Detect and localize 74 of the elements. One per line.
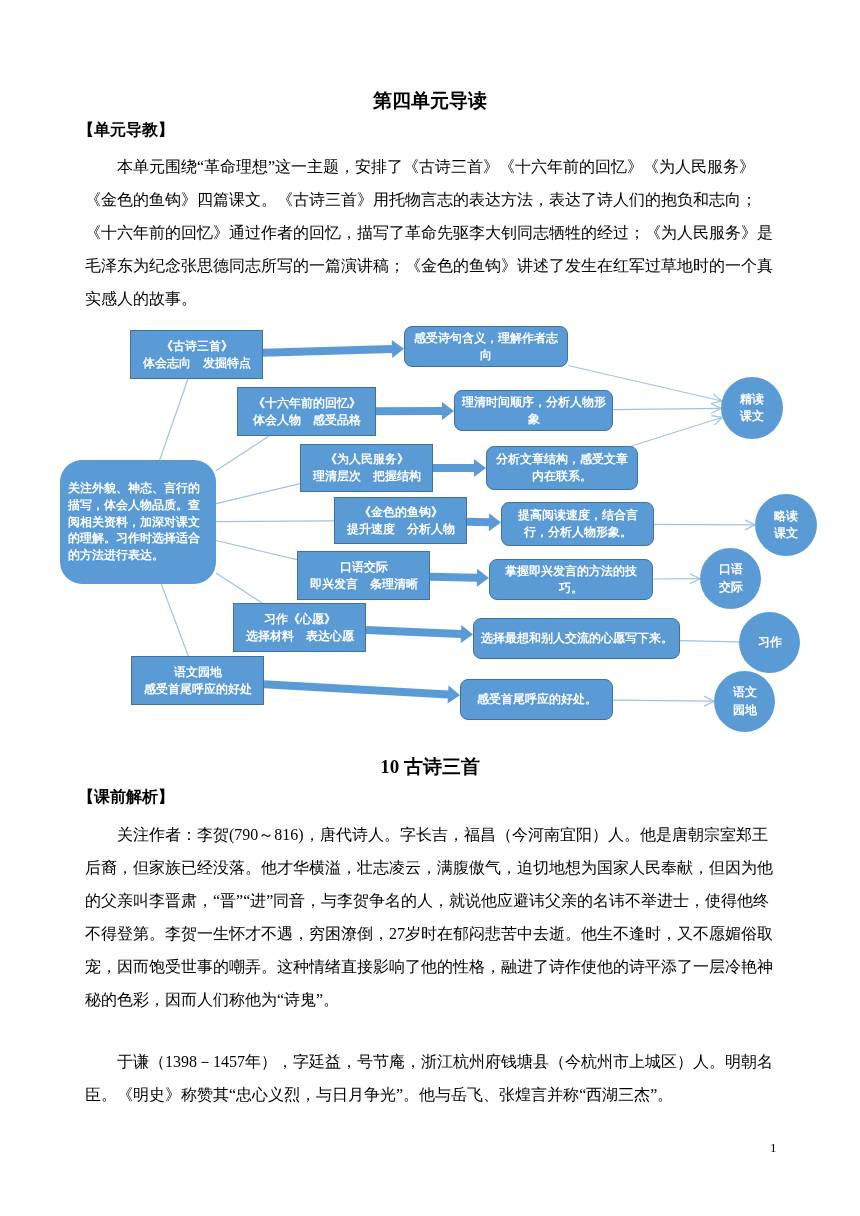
section-heading: 【单元导教】 — [78, 120, 174, 140]
block-arrow — [262, 340, 404, 359]
rounded-box — [404, 326, 568, 367]
paragraph: 关注作者：李贺(790～816)，唐代诗人。字长吉，福昌（今河南宜阳）人。他是唐朝宗室郑王后裔，但家族已经没落。他才华横溢，壮志凌云，满腹傲气，迫切地想为国家人民奉献，但因为他的父亲叫李晋肃，“晋”“进”同音，与李贺争名的人，就说他应避讳父亲的名讳不举进士，使得他终不得登第。李贺一生怀才不遇，穷困潦倒，27岁时在郁闷悲苦中去逝。他生不逢时，又不愿媚俗取宠，因而饱受世事的嘲弄。这种情绪直接影响了他的性格，融进了诗作使他的诗平添了一层冷艳神秘的色彩，因而人们称他为“诗鬼”。 — [85, 825, 774, 1010]
rounded-box — [473, 618, 680, 659]
box-heading: 《为人民服务》 — [324, 452, 409, 468]
circle-node — [714, 671, 775, 732]
arrow — [567, 364, 723, 405]
arrow — [631, 414, 723, 447]
process-box — [131, 656, 264, 705]
box-text: 分析文章结构，感受文章内在联系。 — [495, 451, 629, 484]
rounded-box — [60, 460, 216, 584]
box-text: 理清层次 把握结构 — [312, 469, 421, 484]
box-text: 提升速度 分析人物 — [346, 521, 455, 537]
box-heading: 语文园地 — [173, 664, 222, 680]
process-box — [237, 387, 376, 436]
connector-line — [159, 378, 189, 461]
block-arrow — [429, 568, 489, 587]
section-heading: 【课前解析】 — [78, 787, 174, 807]
box-text: 即兴发言 条理清晰 — [309, 576, 418, 592]
box-text: 口语交际 — [717, 561, 744, 596]
rounded-box — [501, 502, 654, 546]
arrow — [612, 695, 715, 707]
process-box — [300, 444, 433, 492]
box-text: 关注外貌、神态、言行的描写，体会人物品质。查阅相关资料，加深对课文的理解。习作时选择适合的方法进行表达。 — [68, 480, 201, 563]
rounded-box — [489, 559, 653, 600]
box-text: 选择材料 表达心愿 — [245, 628, 354, 644]
page-number: 1 — [770, 1140, 777, 1156]
lesson-title: 10 古诗三首 — [379, 755, 481, 779]
box-text: 语文园地 — [731, 684, 758, 719]
page-title: 第四单元导读 — [372, 89, 488, 113]
process-box — [233, 603, 366, 652]
arrow — [652, 573, 701, 585]
connector-line — [215, 539, 298, 561]
box-text: 选择最想和别人交流的心愿写下来。 — [480, 630, 673, 647]
paragraph: 本单元围绕“革命理想”这一主题，安排了《古诗三首》《十六年前的回忆》《为人民服务》《金色的鱼钩》四篇课文。《古诗三首》用托物言志的表达方法，表达了诗人们的抱负和志向；《十六年前的回忆》通过作者的回忆，描写了革命先驱李大钊同志牺牲的经过；《为人民服务》是毛泽东为纪念张思德同志所写的一篇演讲稿；《金色的鱼钩》讲述了发生在红军过草地时的一个真实感人的故事。 — [85, 157, 774, 309]
box-heading: 习作《心愿》 — [263, 611, 336, 627]
process-box — [297, 551, 430, 600]
connector-line — [160, 583, 189, 657]
arrow — [653, 519, 756, 531]
circle-node — [700, 548, 761, 609]
connector-line — [215, 435, 270, 472]
box-text: 感受首尾呼应的好处 — [143, 681, 252, 697]
block-arrow — [376, 401, 454, 420]
block-arrow — [466, 513, 501, 532]
circle-node — [739, 612, 800, 673]
block-arrow — [263, 680, 460, 704]
connector-line — [215, 483, 301, 505]
rounded-box — [460, 679, 613, 720]
box-heading: 口语交际 — [339, 559, 388, 575]
box-text: 理清时间顺序，分析人物形象 — [461, 394, 606, 427]
box-text: 感受首尾呼应的好处。 — [476, 691, 597, 708]
process-box — [130, 330, 263, 379]
box-text: 体会人物 感受品格 — [252, 412, 361, 428]
connector-line — [215, 520, 335, 523]
box-heading: 《十六年前的回忆》 — [252, 395, 361, 411]
block-arrow — [365, 624, 473, 643]
box-text: 感受诗句含义，理解作者志向 — [413, 330, 559, 363]
rounded-box — [454, 390, 613, 431]
box-text: 掌握即兴发言的方法的技巧。 — [504, 563, 638, 596]
box-text: 体会志向 发掘特点 — [142, 355, 251, 371]
box-text: 略读课文 — [773, 507, 799, 542]
process-box — [334, 497, 467, 544]
rounded-box — [486, 446, 638, 490]
box-heading: 《古诗三首》 — [160, 338, 233, 354]
box-heading: 《金色的鱼钩》 — [358, 504, 443, 520]
box-text: 提高阅读速度，结合言行，分析人物形象。 — [516, 507, 639, 540]
box-text: 习作 — [757, 633, 782, 651]
paragraph: 于谦（1398－1457年），字廷益，号节庵，浙江杭州府钱塘县（今杭州市上城区）人。明朝名臣。《明史》称赞其“忠心义烈，与日月争光”。他与岳飞、张煌言并称“西湖三杰”。 — [85, 1052, 774, 1105]
connector-line — [215, 572, 263, 604]
block-arrow — [433, 459, 486, 477]
arrow — [612, 402, 722, 415]
connector-line — [679, 640, 740, 643]
box-text: 精读课文 — [739, 390, 765, 425]
